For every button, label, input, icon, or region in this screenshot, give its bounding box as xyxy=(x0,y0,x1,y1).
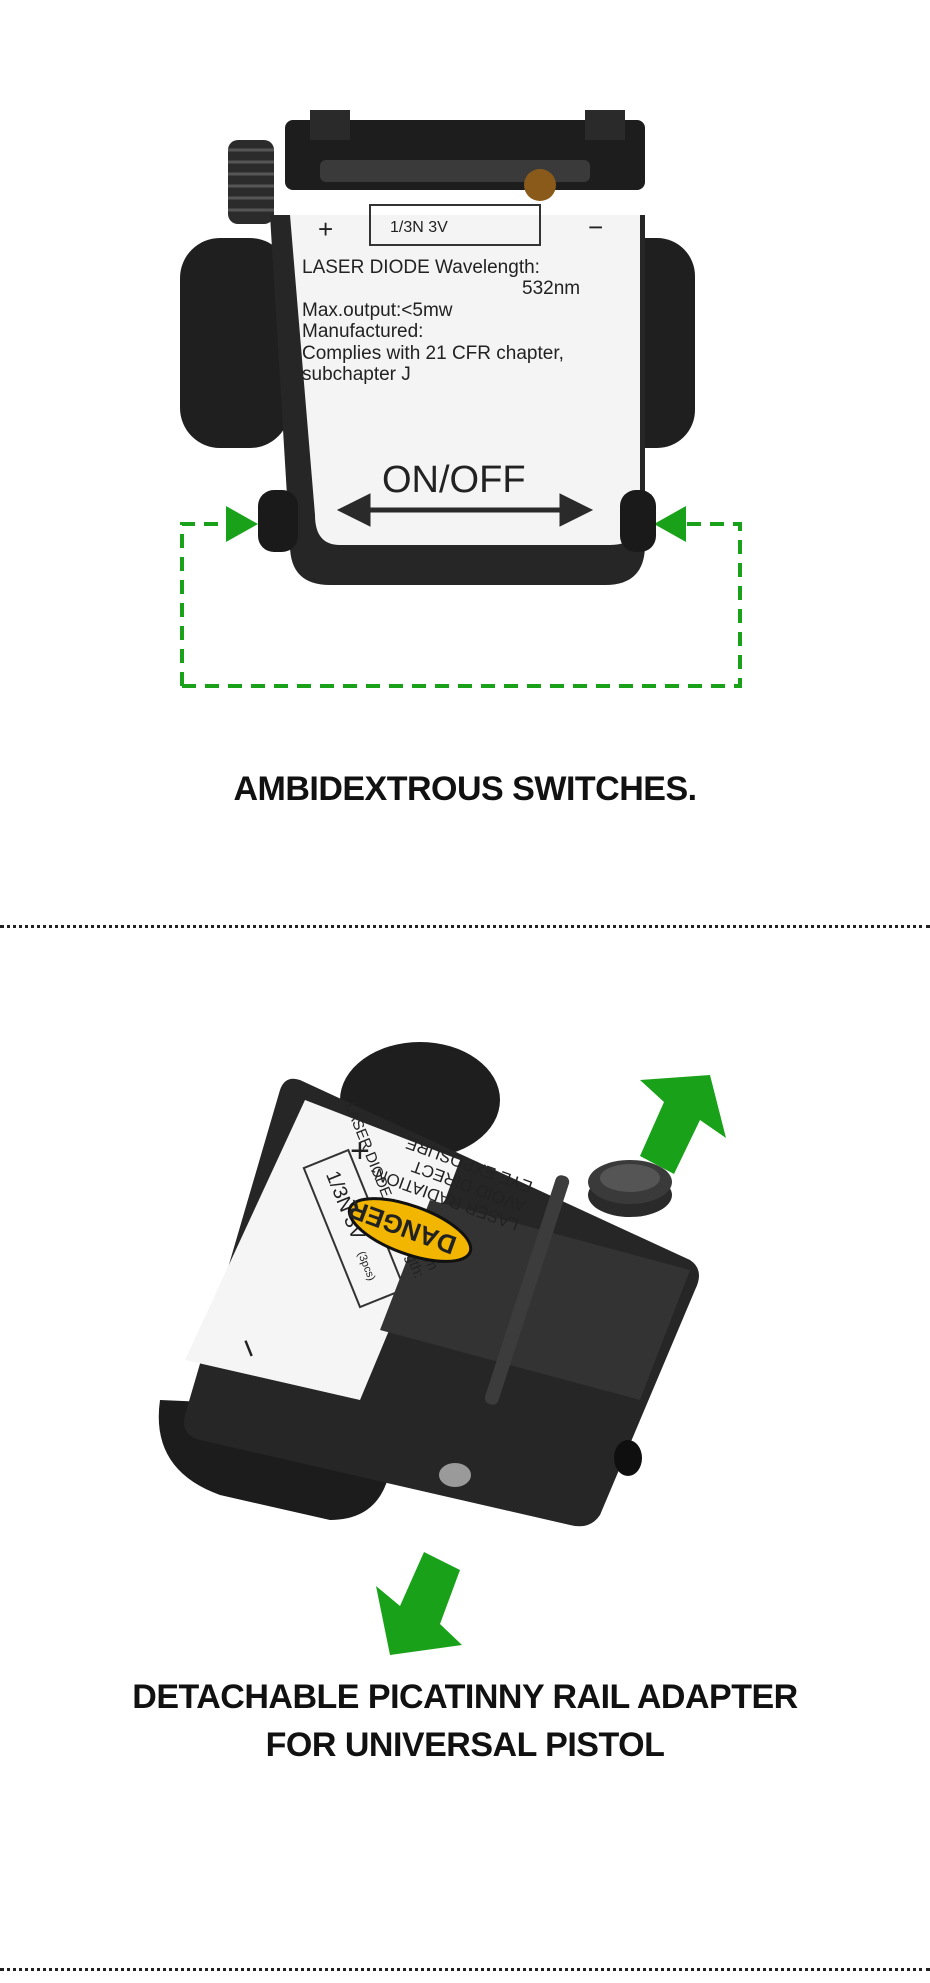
laser-label-panel xyxy=(290,215,640,545)
left-arrow-head xyxy=(226,506,258,542)
on-off-label: ON/OFF xyxy=(382,459,526,501)
rail-adapter-section: LASER DIODE Wavelength: 532nm 1/3N 3V (3… xyxy=(0,930,930,1970)
on-off-double-arrow xyxy=(336,493,594,527)
left-switch-button[interactable] xyxy=(258,490,298,552)
cfr-line: Complies with 21 CFR chapter, xyxy=(302,343,564,364)
minus-label: − xyxy=(588,212,603,242)
switch-loop-arrow xyxy=(180,522,742,688)
subchapter-line: subchapter J xyxy=(302,364,411,385)
thumb-screw-icon xyxy=(228,140,274,224)
right-arrow-head xyxy=(654,506,686,542)
laser-sight-front-image: 1/3N 3V + − LASER DIODE Wavelength: 532n… xyxy=(180,110,742,688)
wavelength-line: 532nm xyxy=(522,278,580,299)
plus-label: + xyxy=(318,214,333,244)
manufactured-line: Manufactured: xyxy=(302,321,423,342)
angled-plus-label: + xyxy=(350,1132,370,1170)
section1-caption: AMBIDEXTROUS SWITCHES. xyxy=(233,770,697,808)
detach-down-arrow xyxy=(376,1552,462,1655)
right-switch-button[interactable] xyxy=(620,490,656,552)
section2-caption-line1: DETACHABLE PICATINNY RAIL ADAPTER xyxy=(132,1678,798,1716)
rail-clamp xyxy=(285,110,645,201)
ambidextrous-switch-section: 1/3N 3V + − LASER DIODE Wavelength: 532n… xyxy=(0,0,930,920)
laser-sight-angle-image: LASER DIODE Wavelength: 532nm 1/3N 3V (3… xyxy=(158,1042,726,1655)
battery-label: 1/3N 3V xyxy=(390,219,448,236)
thumb-screw-icon-angled[interactable] xyxy=(588,1160,672,1217)
bottom-divider xyxy=(0,1968,930,1971)
max-output-line: Max.output:<5mw xyxy=(302,300,453,321)
top-divider xyxy=(0,925,930,928)
section2-caption-line2: FOR UNIVERSAL PISTOL xyxy=(265,1726,665,1764)
laser-diode-line: LASER DIODE Wavelength: xyxy=(302,257,540,278)
detach-up-arrow xyxy=(640,1075,726,1174)
left-cap xyxy=(180,238,290,448)
